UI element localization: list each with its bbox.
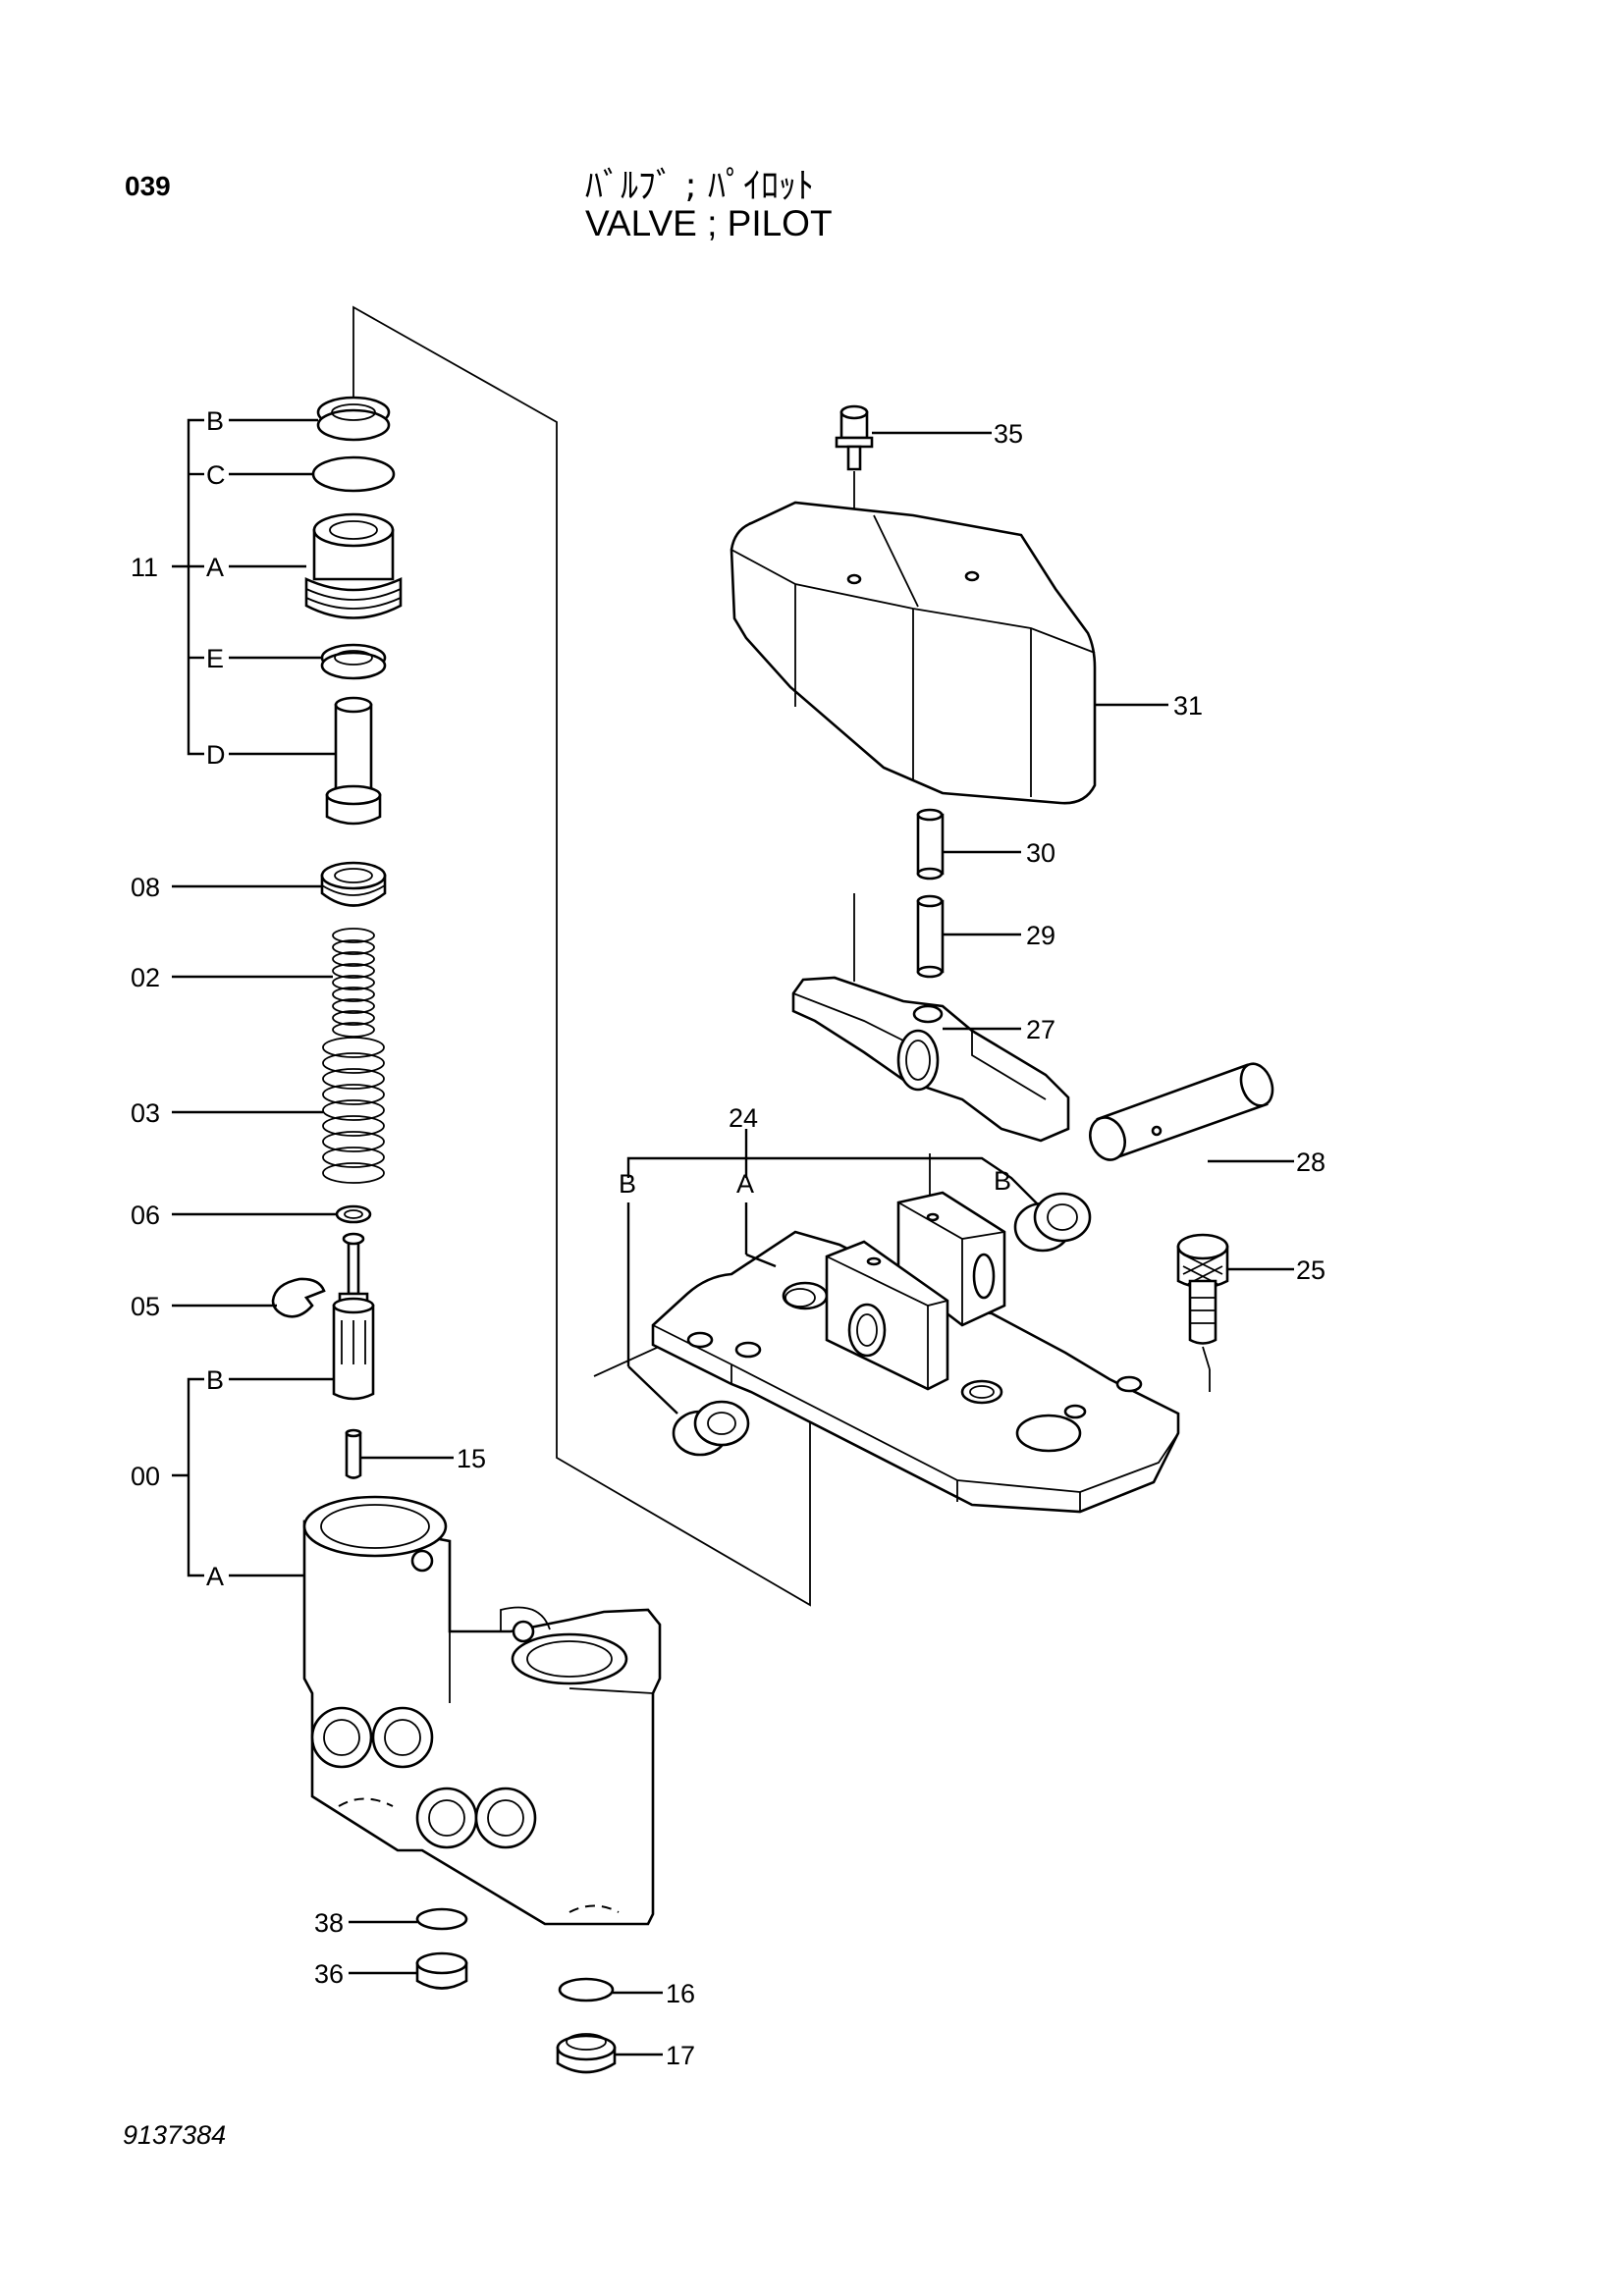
label-00-a: A (206, 1562, 224, 1591)
part-03-outer-spring (322, 1037, 385, 1184)
part-17-plug (556, 2033, 617, 2074)
part-27-cam-lever (791, 976, 1070, 1143)
part-35-bolt (835, 404, 874, 471)
part-30-sleeve (916, 808, 945, 881)
leader-lines (172, 418, 1294, 2056)
part-28-lever-pin (1089, 1062, 1274, 1161)
label-28: 28 (1296, 1148, 1325, 1177)
callout-labels: 11 B C A E D 08 02 03 06 05 00 B A 15 38… (131, 406, 1325, 2070)
part-11-b-seal-ring (316, 396, 391, 442)
label-24: 24 (729, 1103, 758, 1133)
label-30: 30 (1026, 838, 1055, 868)
label-11-b: B (206, 406, 224, 436)
part-36-plug (415, 1951, 468, 1990)
label-25: 25 (1296, 1255, 1325, 1285)
part-11-d-push-rod (325, 696, 382, 826)
label-31: 31 (1173, 691, 1203, 721)
label-11-a: A (206, 553, 224, 582)
part-15-pin (345, 1428, 362, 1479)
part-29-sleeve (916, 894, 945, 979)
label-08: 08 (131, 873, 160, 902)
title-japanese: ﾊﾞﾙﾌﾞ ; ﾊﾟｲﾛｯﾄ (585, 166, 815, 206)
label-27: 27 (1026, 1015, 1055, 1044)
label-24-b-right: B (994, 1166, 1011, 1196)
label-35: 35 (994, 419, 1023, 449)
part-02-inner-spring (332, 928, 375, 1038)
drawing-number: 9137384 (123, 2120, 227, 2150)
label-02: 02 (131, 963, 160, 992)
label-15: 15 (457, 1444, 486, 1473)
part-06-washer (335, 1204, 372, 1224)
part-38-o-ring (415, 1907, 468, 1931)
label-38: 38 (314, 1908, 344, 1938)
label-17: 17 (666, 2041, 695, 2070)
part-08-spring-seat (320, 861, 387, 907)
label-00-b: B (206, 1365, 224, 1395)
label-11-c: C (206, 460, 226, 490)
title-english: VALVE ; PILOT (585, 203, 833, 243)
part-05-retaining-clip (271, 1277, 326, 1318)
page-number: 039 (125, 171, 171, 201)
label-24-b-left: B (619, 1169, 636, 1199)
part-00-a-valve-body (302, 1495, 662, 1926)
label-00: 00 (131, 1462, 160, 1491)
label-36: 36 (314, 1959, 344, 1989)
label-24-a: A (736, 1169, 754, 1199)
part-11-e-seal (320, 643, 387, 680)
label-05: 05 (131, 1292, 160, 1321)
part-11-a-plug (304, 512, 403, 619)
label-11: 11 (131, 553, 158, 582)
part-25-socket-bolt (1176, 1233, 1229, 1392)
label-29: 29 (1026, 921, 1055, 950)
part-24-b-bushing-left (672, 1400, 750, 1457)
label-11-d: D (206, 740, 226, 770)
part-11-c-o-ring (311, 455, 396, 493)
part-24-b-bushing-right (1013, 1192, 1092, 1253)
label-03: 03 (131, 1098, 160, 1128)
label-16: 16 (666, 1979, 695, 2008)
part-24-a-base-plate (651, 1191, 1180, 1514)
part-16-o-ring (558, 1977, 615, 2002)
part-00-b-spool (332, 1232, 375, 1401)
label-11-e: E (206, 644, 224, 673)
label-06: 06 (131, 1201, 160, 1230)
part-31-cover (730, 501, 1097, 805)
